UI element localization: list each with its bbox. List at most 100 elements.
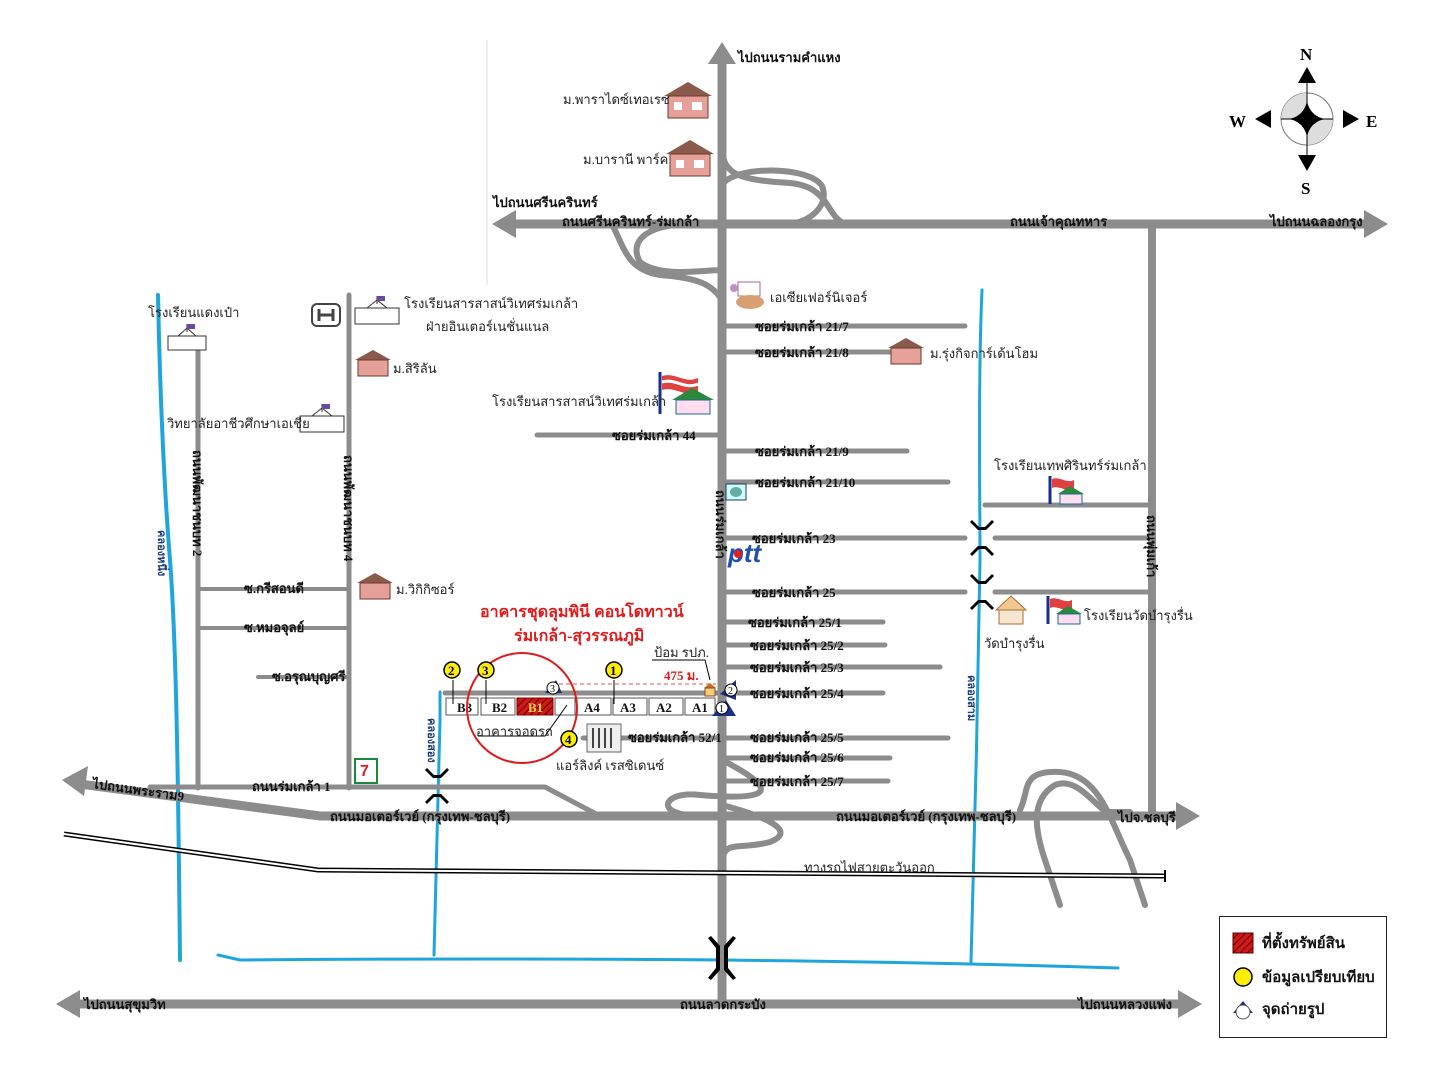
canal-bottom bbox=[216, 953, 1120, 970]
svg-text:ptt: ptt bbox=[727, 538, 763, 568]
house-icon bbox=[666, 140, 714, 177]
soi-label: ซอยร่มเกล้า 25/7 bbox=[750, 774, 844, 789]
place-sirilan: ม.สิริลัน bbox=[393, 361, 437, 376]
house-icon bbox=[355, 350, 391, 377]
legend-label: ข้อมูลเปรียบเทียบ bbox=[1262, 970, 1375, 986]
soi-label: ซอยร่มเกล้า 23 bbox=[752, 531, 836, 546]
property-title-line1: อาคารชุดลุมพินี คอนโดทาวน์ bbox=[480, 601, 684, 622]
photo-point-marker[interactable]: 2 bbox=[720, 680, 738, 700]
soi-label: ซอยร่มเกล้า 21/7 bbox=[755, 319, 849, 334]
soi-label: ซอยร่มเกล้า 25 bbox=[752, 585, 836, 600]
condo-building-icon bbox=[586, 723, 622, 753]
ptt-station-icon bbox=[725, 483, 747, 501]
canal-label-song: คลองสอง bbox=[425, 718, 437, 763]
marker-number: 3 bbox=[482, 663, 489, 678]
place-daeng-pao-school: โรงเรียนแดงเป๋า bbox=[148, 305, 239, 320]
bridge-icons bbox=[425, 520, 994, 980]
building-label: A3 bbox=[620, 700, 636, 715]
building-label: B2 bbox=[492, 700, 507, 715]
legend-item-photo: จุดถ่ายรูป bbox=[1232, 997, 1324, 1021]
police-box-label: ป้อม รปภ. bbox=[654, 645, 709, 660]
comparison-marker[interactable]: 4 bbox=[560, 730, 578, 748]
soi-arun: ซ.อรุณบุญศรี bbox=[272, 669, 346, 685]
label-to-rama9: ไปถนนพระราม9 bbox=[90, 775, 186, 804]
building-label: A2 bbox=[656, 700, 672, 715]
label-to-luang-phaeng: ไปถนนหลวงแพ่ง bbox=[1076, 996, 1172, 1012]
marker-number: 2 bbox=[728, 686, 733, 697]
canal-khlong-nueng bbox=[156, 293, 182, 962]
map-legend: ที่ตั้งทรัพย์สิน ข้อมูลเปรียบเทียบ จุดถ่… bbox=[1219, 916, 1387, 1038]
railway bbox=[63, 831, 1166, 882]
property-title-line2: ร่มเกล้า-สุวรรณภูมิ bbox=[514, 627, 644, 647]
canal-khlong-sam bbox=[969, 288, 984, 964]
label-to-chonburi: ไปจ.ชลบุรี bbox=[1116, 809, 1176, 826]
road-srinakarin-romklao: ถนนศรีนครินทร์-ร่มเกล้า bbox=[562, 214, 699, 229]
property-location-icon bbox=[1232, 932, 1254, 954]
road-chao-khun-thahan: ถนนเจ้าคุณทหาร bbox=[1010, 214, 1107, 230]
bridge-icon bbox=[970, 574, 994, 610]
house-icon bbox=[357, 573, 393, 600]
road-romklao-1: ถนนร่มเกล้า 1 bbox=[252, 779, 331, 794]
place-sarasas-school: โรงเรียนสารสาสน์วิเทศร่มเกล้า bbox=[492, 394, 666, 409]
temple-icon bbox=[994, 595, 1028, 625]
place-asia-furniture: เอเซียเฟอร์นิเจอร์ bbox=[770, 290, 867, 305]
building-label-highlighted: B1 bbox=[528, 700, 543, 715]
compass-s: S bbox=[1301, 179, 1310, 198]
furniture-icon bbox=[730, 281, 764, 309]
place-sarasas-intl-2: ฝ่ายอินเตอร์เนชั่นแนล bbox=[426, 318, 549, 334]
property-buildings: B3 B2 B1 A4 A3 A2 A1 bbox=[445, 697, 716, 716]
comparison-marker-icon bbox=[1233, 967, 1253, 987]
soi-label: ซอยร่มเกล้า 25/2 bbox=[750, 638, 844, 653]
place-asia-vocational: วิทยาลัยอาชีวศึกษาเอเชีย bbox=[166, 416, 309, 431]
distance-label: 475 ม. bbox=[664, 668, 699, 683]
soi-label: ซอยร่มเกล้า 52/1 bbox=[628, 730, 722, 745]
marker-number: 4 bbox=[565, 732, 572, 747]
legend-item-property: ที่ตั้งทรัพย์สิน bbox=[1232, 931, 1345, 955]
thai-flag-school-icon bbox=[1046, 596, 1082, 625]
marker-number: 1 bbox=[610, 663, 617, 678]
label-to-sukhumvit: ไปถนนสุขุมวิท bbox=[82, 996, 166, 1013]
bridge-icon bbox=[425, 768, 449, 804]
marker-number: 3 bbox=[550, 684, 555, 695]
soi-label: ซอยร่มเกล้า 25/5 bbox=[750, 730, 844, 745]
road-lat-krabang: ถนนลาดกระบัง bbox=[680, 997, 766, 1012]
comparison-marker[interactable]: 2 bbox=[443, 661, 461, 679]
marker-number: 2 bbox=[448, 663, 455, 678]
parking-label: อาคารจอดรถ bbox=[476, 724, 553, 739]
soi-label: ซอยร่มเกล้า 21/10 bbox=[755, 475, 855, 490]
ptt-logo-icon: ptt bbox=[727, 538, 763, 568]
place-wiki-choice: ม.วิกิกิซอร์ bbox=[396, 582, 454, 597]
roads bbox=[56, 42, 1388, 1018]
legend-label: ที่ตั้งทรัพย์สิน bbox=[1262, 936, 1345, 952]
marker-number: 1 bbox=[719, 704, 724, 715]
arrow-north bbox=[708, 42, 736, 64]
compass-e: E bbox=[1366, 112, 1377, 131]
building-label: B3 bbox=[457, 700, 473, 715]
police-box-icon bbox=[704, 683, 716, 697]
road-phatthana-chonnabot-2: ถนนพัฒนาชนบท 2 bbox=[190, 450, 205, 556]
honda-icon bbox=[311, 303, 341, 327]
school-icon bbox=[299, 404, 345, 433]
canal-label-sam: คลองสาม bbox=[965, 675, 977, 721]
compass-w: W bbox=[1229, 112, 1246, 131]
comparison-marker[interactable]: 1 bbox=[605, 661, 623, 679]
house-icon bbox=[664, 82, 712, 119]
photo-point-marker[interactable]: 3 bbox=[545, 680, 562, 695]
photo-point-marker[interactable]: 1 bbox=[712, 700, 736, 716]
road-romklao-vertical: ถนนร่มเกล้า bbox=[713, 490, 728, 559]
road-right-vertical: ถนนพุ่มเก้า bbox=[1143, 515, 1159, 577]
building-label: A1 bbox=[692, 700, 708, 715]
place-paradise-terrace: ม.พาราไดซ์เทอเรซ bbox=[563, 92, 670, 107]
school-icon bbox=[354, 296, 400, 325]
road-motorway-right: ถนนมอเตอร์เวย์ (กรุงเทพ-ชลบุรี) bbox=[836, 809, 1016, 825]
place-wat-bamrung: วัดบำรุงรื่น bbox=[984, 635, 1045, 652]
place-sarasas-intl-1: โรงเรียนสารสาสน์วิเทศร่มเกล้า bbox=[404, 296, 578, 311]
house-icon bbox=[888, 338, 924, 365]
school-icon bbox=[167, 324, 207, 351]
soi-label: ซอยร่มเกล้า 25/3 bbox=[750, 660, 844, 675]
place-thepsirin-school: โรงเรียนเทพศิรินทร์ร่มเกล้า bbox=[994, 458, 1147, 473]
comparison-marker[interactable]: 3 bbox=[477, 661, 495, 679]
soi-label: ซอยร่มเกล้า 44 bbox=[612, 428, 696, 443]
bridge-icon bbox=[970, 520, 994, 556]
